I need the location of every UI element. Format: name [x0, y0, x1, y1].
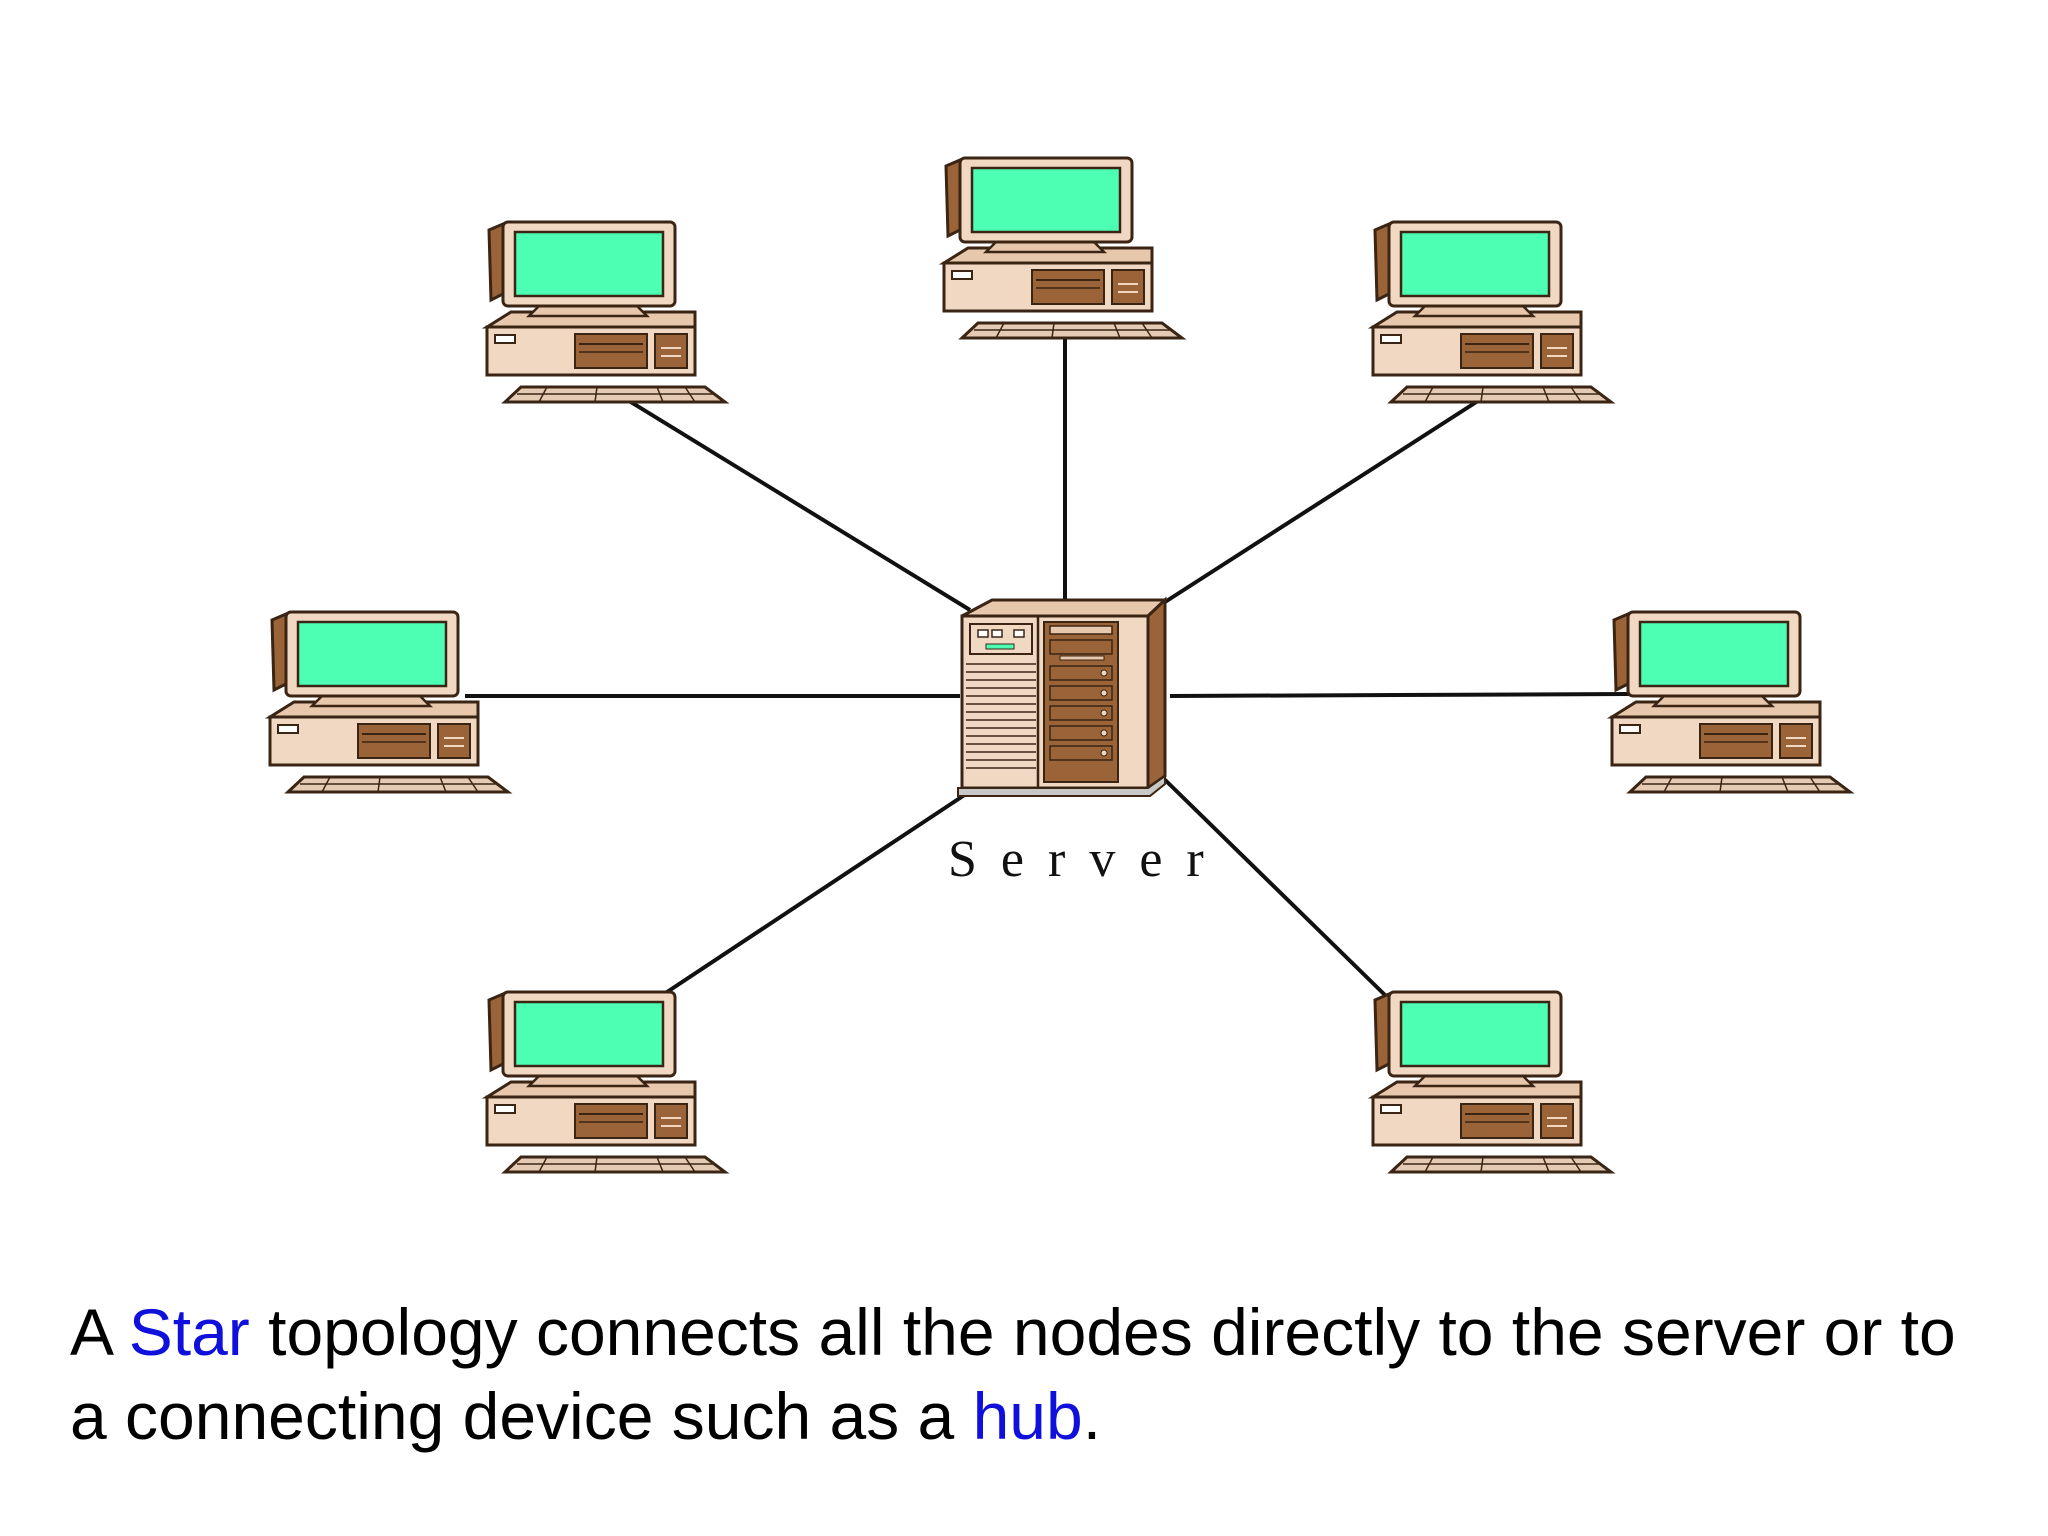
caption: A Star topology connects all the nodes d…	[70, 1290, 2010, 1458]
computer-icon	[1371, 220, 1613, 404]
link-top-left	[606, 386, 972, 612]
computer-icon	[485, 990, 727, 1174]
server-label: Server	[948, 831, 1228, 888]
link-bottom-left	[656, 788, 974, 1000]
server-icon	[957, 596, 1169, 797]
computer-icon	[942, 156, 1184, 340]
caption-highlight-hub: hub	[972, 1379, 1083, 1453]
computer-icon	[268, 610, 510, 794]
link-middle-right	[1169, 692, 1631, 698]
pc-top-right	[1371, 220, 1613, 404]
caption-text-3: .	[1082, 1379, 1102, 1453]
link-top-right	[1163, 388, 1497, 604]
link-bottom-right	[1156, 771, 1390, 1000]
pc-bottom-left	[485, 990, 727, 1174]
caption-text-2: topology connects all the nodes directly…	[70, 1295, 1956, 1453]
caption-text-1: A	[70, 1295, 129, 1369]
pc-top-left	[485, 220, 727, 404]
computer-icon	[485, 220, 727, 404]
pc-middle-left	[268, 610, 510, 794]
caption-highlight-star: Star	[128, 1295, 250, 1369]
computer-icon	[1610, 610, 1852, 794]
pc-bottom-right	[1371, 990, 1613, 1174]
computer-icon	[1371, 990, 1613, 1174]
links	[465, 326, 1631, 1000]
pc-top-center	[942, 156, 1184, 340]
pc-middle-right	[1610, 610, 1852, 794]
